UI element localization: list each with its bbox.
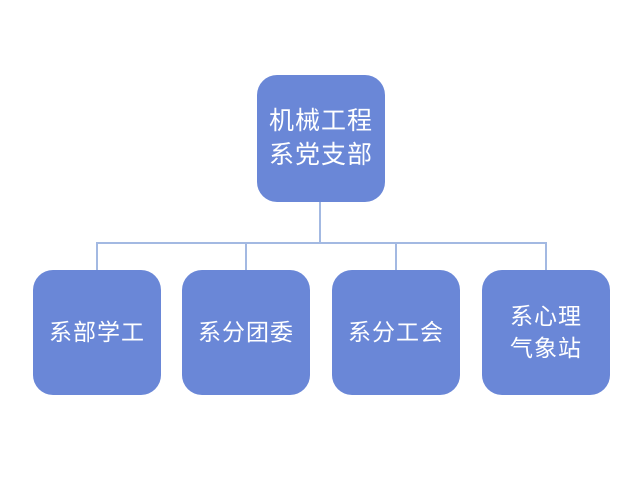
org-node-youth-league-committee: 系分团委 xyxy=(182,270,310,395)
org-node-psych-weather-station: 系心理 气象站 xyxy=(482,270,610,395)
connector-drop-2 xyxy=(245,243,247,270)
connector-bus xyxy=(96,242,547,244)
connector-drop-3 xyxy=(395,243,397,270)
connector-stem xyxy=(319,202,321,243)
connector-drop-1 xyxy=(96,243,98,270)
org-node-dept-student-affairs: 系部学工 xyxy=(33,270,161,395)
connector-drop-4 xyxy=(545,243,547,270)
org-node-party-branch: 机械工程 系党支部 xyxy=(257,75,385,202)
org-node-labor-union: 系分工会 xyxy=(332,270,460,395)
